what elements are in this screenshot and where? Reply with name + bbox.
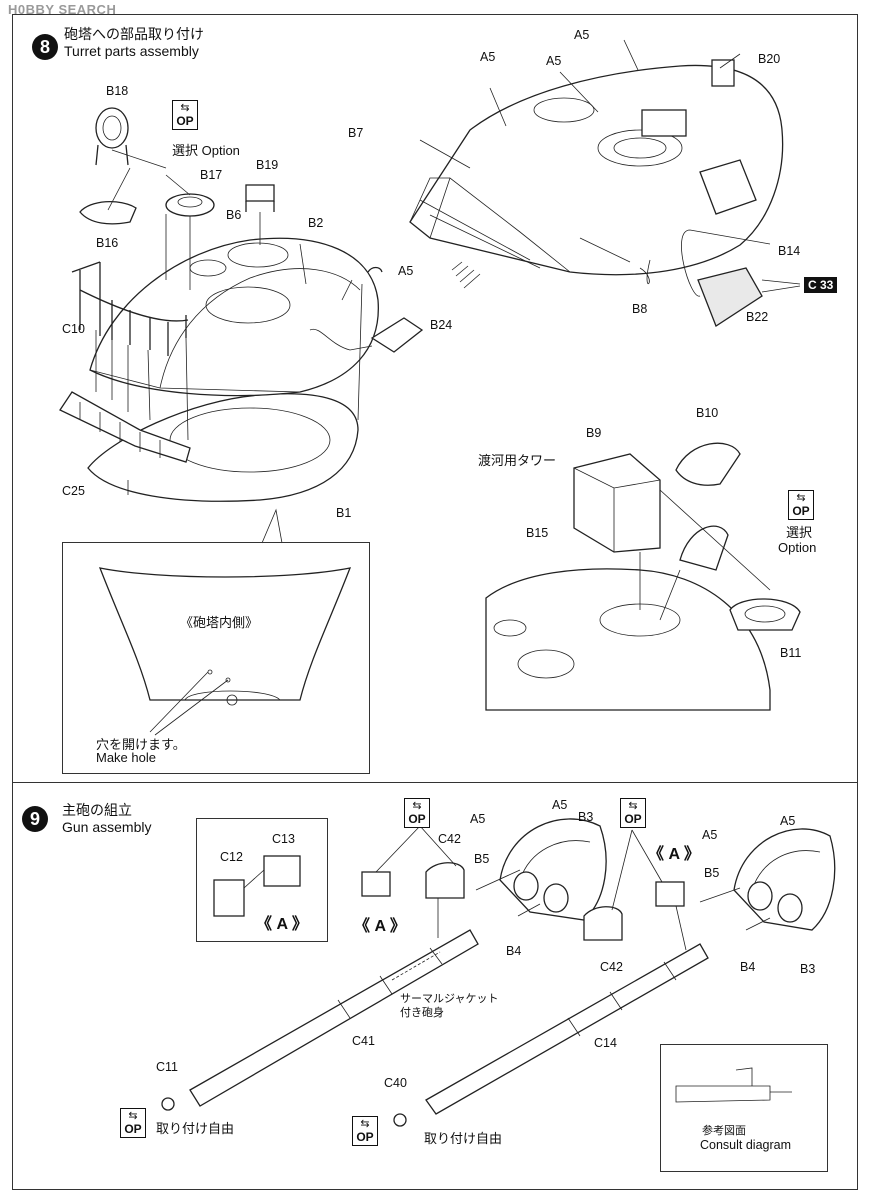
thermal-jacket-label-1: サーマルジャケット [400,993,499,1005]
part-c13-label: C13 [272,832,295,846]
part-b14-label: B14 [778,244,801,258]
part-b3-right-label: B3 [800,962,816,976]
part-b5-right-label: B5 [704,866,720,880]
free-attach-label-right: 取り付け自由 [424,1131,503,1146]
swap-arrow-icon: ⇆ [128,1110,138,1122]
option-badge-5: ⇆ OP [120,1108,146,1138]
option-label-en-2: Option [778,540,817,555]
part-a5-top2-label: A5 [546,54,562,68]
part-c25-label: C25 [62,484,85,498]
part-c14-label: C14 [594,1036,617,1050]
part-a5-top-label: A5 [574,28,590,42]
part-a5-mid-label: A5 [480,50,496,64]
swap-arrow-icon: ⇆ [360,1118,370,1130]
part-a5-left-label: A5 [398,264,414,278]
part-b24-label: B24 [430,318,453,332]
part-c42-left-label: C42 [438,832,461,846]
turret-left-drawing [59,107,424,502]
option-badge-2: ⇆ OP [788,490,814,520]
make-hole-jp-label: 穴を開けます。 [96,737,186,752]
part-b1-label: B1 [336,506,352,520]
part-c42-right-label: C42 [600,960,623,974]
tower-label: 渡河用タワー [478,453,557,468]
turret-inside-label: 《砲塔内側》 [180,615,259,630]
part-b10-label: B10 [696,406,719,420]
part-b4-left-label: B4 [506,944,522,958]
make-hole-en-label: Make hole [96,750,156,765]
swap-arrow-icon: ⇆ [180,102,190,114]
part-b5-left-label: B5 [474,852,490,866]
page-frame [12,14,858,1190]
gun-assembly-drawing [161,818,836,1127]
option-badge-4: ⇆ OP [620,798,646,828]
part-b6-label: B6 [226,208,242,222]
part-a5-r2-label: A5 [780,814,796,828]
part-a-inset [196,818,328,942]
option-label-1: 選択 Option [172,143,240,158]
consult-diagram-jp-label: 参考図面 [702,1125,746,1137]
part-a5-l2-label: A5 [552,798,568,812]
swap-arrow-icon: ⇆ [628,800,638,812]
thermal-jacket-label-2: 付き砲身 [400,1007,444,1019]
a-marker-left: 《 A 》 [354,918,406,935]
step-9-title-jp: 主砲の組立 [62,802,132,818]
part-b20-label: B20 [758,52,781,66]
part-c41-label: C41 [352,1034,375,1048]
option-badge-3: ⇆ OP [404,798,430,828]
part-b9-label: B9 [586,426,602,440]
part-a5-r1-label: A5 [702,828,718,842]
a-marker-right: 《 A 》 [648,846,700,863]
part-b17-label: B17 [200,168,223,182]
tower-drawing [485,442,801,711]
part-c33-label: C 33 [804,277,838,293]
part-c12-label: C12 [220,850,243,864]
a-marker-inset: 《 A 》 [256,916,308,933]
part-b19-label: B19 [256,158,279,172]
part-b7-label: B7 [348,126,364,140]
swap-arrow-icon: ⇆ [796,492,806,504]
step-8-number: 8 [32,34,58,60]
part-c11-label: C11 [156,1060,179,1074]
part-c40-label: C40 [384,1076,407,1090]
part-b15-label: B15 [526,526,549,540]
swap-arrow-icon: ⇆ [412,800,422,812]
turret-inside-inset [62,542,370,774]
part-b11-label: B11 [780,646,802,660]
turret-right-drawing [409,39,801,327]
consult-diagram-inset [660,1044,828,1172]
part-b8-label: B8 [632,302,648,316]
part-b3-left-label: B3 [578,810,594,824]
step-9-title-en: Gun assembly [62,819,152,835]
part-b4-right-label: B4 [740,960,756,974]
watermark: H0BBY SEARCH [8,2,117,17]
step-divider [12,782,858,783]
option-badge-1: ⇆ OP [172,100,198,130]
part-a5-l1-label: A5 [470,812,486,826]
part-c10-label: C10 [62,322,85,336]
part-b22-label: B22 [746,310,769,324]
option-badge-6: ⇆ OP [352,1116,378,1146]
step-9-title: 主砲の組立 Gun assembly [62,802,151,836]
step-9-number: 9 [22,806,48,832]
step-8-title-en: Turret parts assembly [64,43,199,59]
step-8-title-jp: 砲塔への部品取り付け [64,26,204,42]
free-attach-label-left: 取り付け自由 [156,1121,235,1136]
part-b18-label: B18 [106,84,129,98]
consult-diagram-en-label: Consult diagram [700,1138,792,1152]
option-label-jp-2: 選択 [786,525,813,540]
part-b2-label: B2 [308,216,324,230]
part-b16-label: B16 [96,236,119,250]
turret-inside-drawing [98,508,352,736]
step-8-title: 砲塔への部品取り付け Turret parts assembly [64,26,204,60]
